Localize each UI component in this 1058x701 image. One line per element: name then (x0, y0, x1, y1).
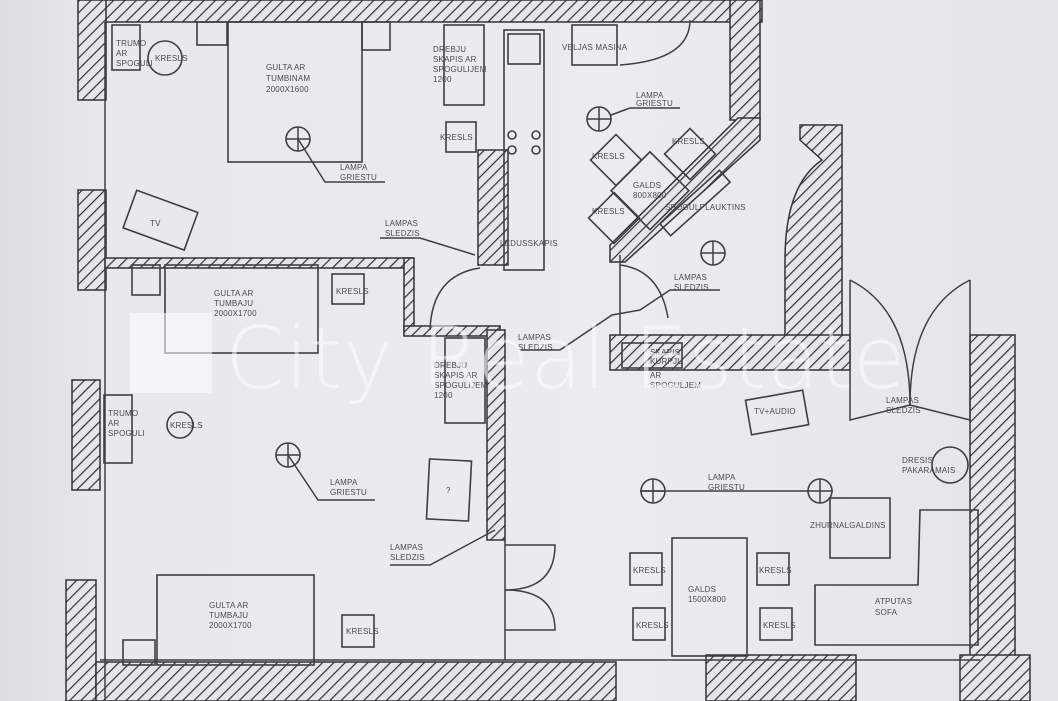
label: 1200 (434, 391, 453, 400)
label: TUMBINAM (266, 74, 310, 83)
label: LAMPA (340, 163, 368, 172)
label: SLEDZIS (674, 283, 709, 292)
label: LAMPA (330, 478, 358, 487)
label: KRESLS (592, 152, 625, 161)
label: ZHURNALGALDINS (810, 521, 886, 530)
lamp-icon (807, 478, 833, 504)
label: SLEDZIS (518, 343, 553, 352)
label: LAMPAS (385, 219, 418, 228)
door-swing (619, 19, 691, 66)
label: 2000X1700 (214, 309, 257, 318)
label: PAKARAMAIS (902, 466, 955, 475)
label: GALDS (688, 585, 716, 594)
label: KRESLS (155, 54, 188, 63)
label: LAMPAS (518, 333, 551, 342)
label: AR (116, 49, 128, 58)
switch-leader (390, 529, 496, 566)
lamp-icon (700, 240, 726, 266)
label: KRESLS (440, 133, 473, 142)
label: LAMPA (636, 91, 664, 100)
label: DREBJU (433, 45, 466, 54)
label: SPOGULI (116, 59, 153, 68)
switch-leader (520, 289, 720, 351)
label: TUMBAJU (209, 611, 248, 620)
label: SKAPIS AR (434, 371, 478, 380)
label: AR (108, 419, 120, 428)
lamp-icon (275, 442, 375, 501)
label: LAMPA (708, 473, 736, 482)
label: DREBJU (434, 361, 467, 370)
room-labels: TRUMO AR SPOGULI KRESLS GULTA AR TUMBINA… (108, 39, 955, 636)
label: KRESLS (759, 566, 792, 575)
label: LAMPAS (674, 273, 707, 282)
label: SKAPIS (650, 348, 680, 357)
label: SPOGULIJEM (433, 65, 487, 74)
label: LAMPAS (886, 396, 919, 405)
label: GULTA AR (209, 601, 249, 610)
label: GULTA AR (214, 289, 254, 298)
balcony-door (909, 279, 971, 421)
label: SPOGULIJEM (434, 381, 488, 390)
label: SLEDZIS (385, 229, 420, 238)
door-swing (429, 267, 481, 331)
door-swing (504, 544, 556, 591)
label: GRIESTU (636, 99, 673, 108)
label: GULTA AR (266, 63, 306, 72)
label: KRESLS (763, 621, 796, 630)
label: TV+AUDIO (754, 407, 796, 416)
label: SKAPIS AR (433, 55, 477, 64)
label: KRESLS (346, 627, 379, 636)
door-swing (619, 264, 669, 319)
label: KRESLS (633, 566, 666, 575)
lamp-icon (640, 478, 833, 504)
lamp-icon (285, 126, 385, 183)
lamp-icon (586, 106, 680, 132)
label: TUMBAJU (214, 299, 253, 308)
label: GRIESTU (340, 173, 377, 182)
label: KRESLS (672, 137, 705, 146)
label: KRESLS (336, 287, 369, 296)
label: KRESLS (170, 421, 203, 430)
label: 2000X1600 (266, 85, 309, 94)
watermark-logo (130, 313, 212, 393)
label: LEDUSSKAPIS (500, 239, 558, 248)
label: KRESLS (592, 207, 625, 216)
label: AR (650, 371, 662, 380)
watermark: City Real Estate (130, 309, 906, 409)
label: TRUMO (108, 409, 138, 418)
label: 1500X800 (688, 595, 726, 604)
label: 1200 (433, 75, 452, 84)
label: SPOGULI (108, 429, 145, 438)
room-outlines (100, 22, 980, 701)
label: GRIESTU (708, 483, 745, 492)
doors (429, 19, 971, 631)
label: TRUMO (116, 39, 146, 48)
label: LAMPAS (390, 543, 423, 552)
label: SPOGULJEM (650, 381, 701, 390)
ceiling-lamps (275, 106, 833, 566)
label: DRESIS (902, 456, 933, 465)
label: KRESLS (636, 621, 669, 630)
label: GALDS (633, 181, 661, 190)
label: 800X800 (633, 191, 667, 200)
label: GRIESTU (330, 488, 367, 497)
watermark-text: City Real Estate (225, 309, 906, 409)
label: VELJAS MASINA (562, 43, 628, 52)
label: TV (150, 219, 161, 228)
door-swing (504, 589, 556, 631)
furniture (103, 21, 979, 666)
label: SPOGULPLAUKTINS (665, 203, 746, 212)
label: SLEDZIS (886, 406, 921, 415)
label: 2000X1700 (209, 621, 252, 630)
label: ATPUTAS (875, 597, 912, 606)
switch-leader (380, 237, 476, 256)
label: ? (446, 486, 451, 495)
label: SOFA (875, 608, 898, 617)
label: SLEDZIS (390, 553, 425, 562)
label: KURPJU (650, 357, 683, 366)
